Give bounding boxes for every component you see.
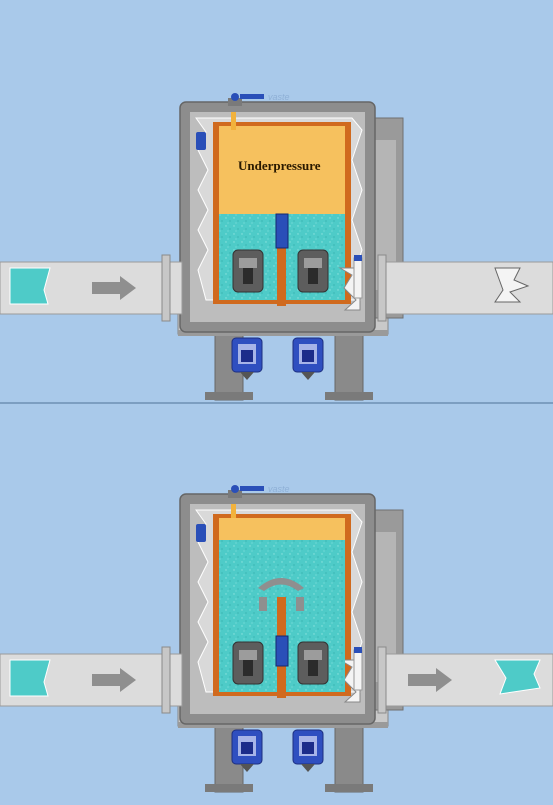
panel-underpressure: vaste Underpressure bbox=[0, 92, 553, 400]
underpressure-label: Underpressure bbox=[238, 158, 321, 173]
valve-tag: vaste bbox=[268, 484, 290, 494]
valve-tag: vaste bbox=[268, 92, 290, 102]
panel-discharge: vaste bbox=[0, 484, 553, 792]
